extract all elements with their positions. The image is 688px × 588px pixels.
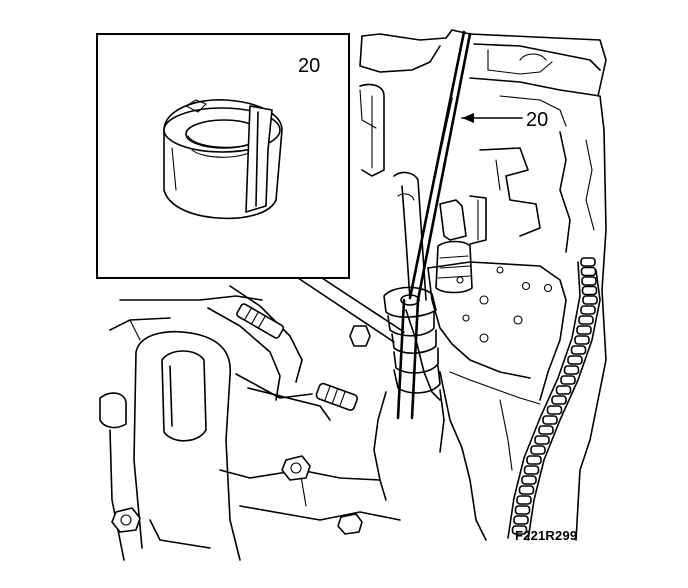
chain-link	[580, 266, 597, 277]
chain-link	[560, 375, 576, 385]
chain-link	[518, 485, 535, 495]
valve-spring-assembly	[373, 171, 445, 501]
chain-link	[582, 295, 598, 305]
inset-label: 20	[298, 55, 320, 77]
bolts	[111, 303, 371, 535]
chain-link	[521, 475, 537, 485]
chain-link	[581, 285, 598, 296]
split-valve-collet-icon	[163, 99, 283, 220]
inset-box	[96, 33, 350, 279]
chain-link	[563, 365, 580, 375]
chain-link	[574, 335, 590, 345]
chain-link	[580, 305, 596, 315]
callout-label: 20	[526, 109, 548, 131]
callout-leader	[461, 113, 523, 123]
chain-link	[513, 515, 529, 525]
timing-chain	[507, 257, 601, 541]
figure-code: F221R299	[515, 528, 577, 543]
engine-cylinder-head	[359, 29, 607, 541]
chain-link	[526, 455, 542, 465]
chain-link	[570, 345, 587, 355]
chain-link	[580, 257, 596, 267]
chain-link	[516, 495, 532, 505]
chain-link	[567, 355, 583, 365]
chain-link	[581, 276, 597, 286]
chain-link	[578, 315, 594, 325]
chain-link	[538, 425, 554, 435]
chain-link	[546, 405, 563, 415]
chain-link	[542, 415, 558, 425]
chain-link	[514, 505, 531, 515]
inset-leader	[297, 277, 405, 343]
chain-link	[534, 435, 550, 445]
chain-link	[551, 395, 567, 405]
plug-sleeve	[435, 199, 473, 294]
chain-link	[530, 445, 546, 455]
chain-link	[555, 385, 572, 395]
chain-link	[576, 325, 592, 335]
chain-link	[511, 525, 528, 535]
chain-link	[523, 465, 540, 475]
probe-rod-icon	[408, 30, 472, 302]
